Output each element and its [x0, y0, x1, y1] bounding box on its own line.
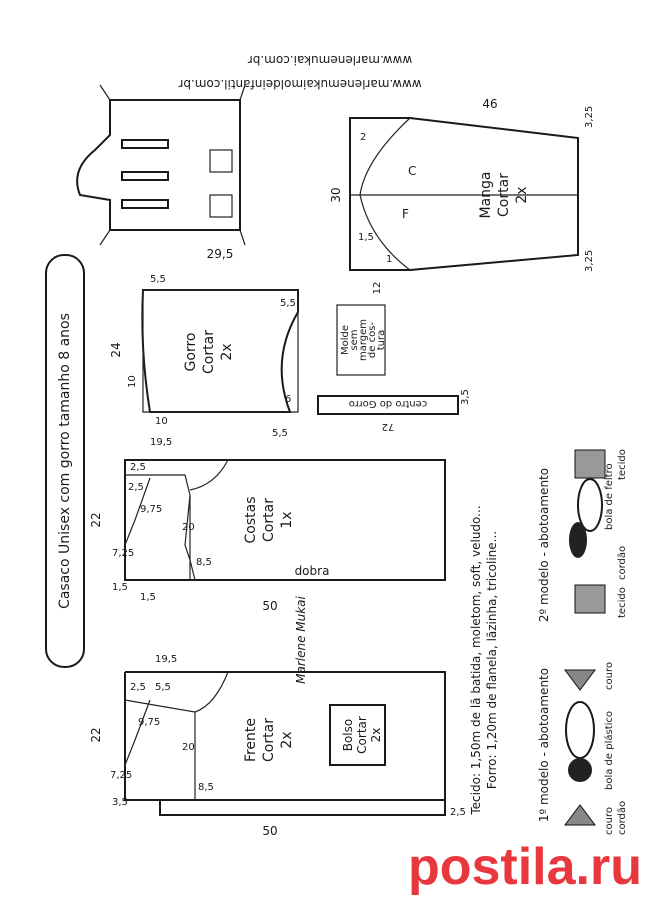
model1-title: 1º modelo - abotoamento	[537, 668, 551, 822]
pocket-cut: Cortar	[355, 716, 369, 754]
sleeve-front-label: F	[402, 207, 409, 221]
model2-label: tecido	[617, 449, 628, 480]
note-line: margem	[358, 319, 369, 361]
front-d: 9,75	[138, 717, 160, 728]
front-piece: Bolso Cortar 2x Frente Cortar 2x 22 50 1…	[89, 654, 466, 838]
hood-b: 5,5	[280, 298, 296, 309]
hood-d: 10	[155, 416, 168, 427]
back-length: 50	[262, 599, 277, 613]
hood-piece: Gorro Cortar 2x 24 29,5 5,5 5,5 10 10 6 …	[109, 247, 299, 439]
plastic-ball-icon	[568, 758, 592, 782]
jacket-sketch	[76, 84, 246, 246]
model2-label: cordão	[617, 546, 628, 580]
back-a: 19,5	[150, 437, 172, 448]
hood-e: 6	[285, 394, 291, 405]
back-g: 20	[182, 522, 195, 533]
url-1: www.marlenemukaimoldeinfantil.com.br	[178, 77, 421, 91]
front-i: 2,5	[450, 807, 466, 818]
url-2: www.marlenemukai.com.br	[248, 53, 412, 67]
model1-label: couro	[604, 807, 615, 835]
note-line: de cos-	[367, 322, 378, 359]
front-length: 50	[262, 824, 277, 838]
sleeve-piece: Manga Cortar 2x C F 46 30 12 3,25 3,25 2…	[329, 97, 595, 294]
hood-width: 24	[109, 342, 123, 357]
lining-text: Forro: 1,20m de flanela, lãzinha, tricol…	[485, 531, 499, 789]
sleeve-qty: 2x	[514, 186, 530, 203]
back-cut: Cortar	[261, 498, 277, 542]
front-width: 22	[89, 727, 103, 742]
model2-label: bola de feltro	[604, 463, 615, 530]
back-b: 2,5	[130, 462, 146, 473]
model1-label: couro	[604, 662, 615, 690]
front-b: 2,5	[130, 682, 146, 693]
back-label: Costas	[243, 497, 259, 544]
back-i: 1,5	[140, 592, 156, 603]
model1-label: cordão	[617, 801, 628, 835]
front-cut: Cortar	[261, 718, 277, 762]
front-g: 20	[182, 742, 195, 753]
front-qty: 2x	[279, 731, 295, 748]
front-e: 7,25	[110, 770, 132, 781]
note-line: tura	[376, 330, 387, 351]
front-a: 19,5	[155, 654, 177, 665]
leather-tab-icon	[564, 669, 596, 691]
sleeve-cut: Cortar	[496, 173, 512, 217]
front-f: 8,5	[198, 782, 214, 793]
hood-center-width: 3,5	[460, 389, 471, 405]
hood-label: Gorro	[183, 333, 199, 372]
signature: Marlene Mukai	[294, 595, 308, 683]
sleeve-width: 46	[482, 97, 497, 111]
back-width: 22	[89, 512, 103, 527]
model2-title: 2º modelo - abotoamento	[537, 468, 551, 622]
fabric-tab-icon	[574, 584, 606, 614]
hood-cut: Cortar	[201, 330, 217, 374]
leather-tab-icon	[564, 804, 596, 826]
fold-label: dobra	[295, 564, 330, 578]
sleeve-a: 3,25	[584, 106, 595, 128]
hood-a: 5,5	[150, 274, 166, 285]
note-line: sem	[349, 329, 360, 350]
title-bubble: Casaco Unisex com gorro tamanho 8 anos	[45, 254, 85, 668]
watermark-logo: postila.ru	[407, 838, 642, 896]
fabric-text: Tecido: 1,50m de lã batida, moletom, sof…	[469, 505, 483, 815]
back-d: 7,25	[112, 548, 134, 559]
button-model-1: 1º modelo - abotoamento couro cordão bol…	[537, 662, 628, 835]
sleeve-length: 12	[372, 282, 383, 295]
hood-f: 5,5	[272, 428, 288, 439]
sleeve-c: 2	[360, 132, 366, 143]
sleeve-d: 1,5	[358, 232, 374, 243]
back-f: 8,5	[196, 557, 212, 568]
hood-length: 29,5	[207, 247, 234, 261]
pocket-piece	[329, 704, 386, 766]
pocket-qty: 2x	[369, 728, 383, 743]
hood-center-strip: centro do Gorro 72 3,5	[317, 389, 471, 432]
note-line: Molde	[340, 325, 351, 355]
sleeve-b: 3,25	[584, 250, 595, 272]
front-c: 5,5	[155, 682, 171, 693]
front-label: Frente	[243, 718, 259, 762]
pocket-label: Bolso	[341, 719, 355, 752]
back-c: 9,75	[140, 504, 162, 515]
seam-allowance-note: Molde sem margem de cos- tura	[336, 304, 387, 376]
back-e: 1,5	[112, 582, 128, 593]
sleeve-e: 1	[386, 254, 392, 265]
hood-center-label: centro do Gorro	[349, 398, 428, 409]
title: Casaco Unisex com gorro tamanho 8 anos	[57, 313, 73, 609]
hood-center-length: 72	[382, 421, 395, 432]
sleeve-cap: 30	[329, 187, 343, 202]
hood-qty: 2x	[219, 343, 235, 360]
model2-label: tecido	[617, 587, 628, 618]
button-model-2: 2º modelo - abotoamento tecido cordão bo…	[537, 449, 628, 622]
sleeve-label: Manga	[478, 172, 494, 219]
fabric-tab-icon	[574, 449, 606, 479]
back-h: 2,5	[128, 482, 144, 493]
back-piece: Costas Cortar 1x dobra 22 50 19,5 2,5 9,…	[89, 437, 446, 613]
back-qty: 1x	[279, 511, 295, 528]
front-h: 3,5	[112, 797, 128, 808]
model1-label: bola de plástico	[603, 711, 615, 790]
sleeve-back-label: C	[408, 164, 416, 178]
felt-ball-icon	[569, 522, 587, 558]
hood-c: 10	[127, 375, 138, 388]
